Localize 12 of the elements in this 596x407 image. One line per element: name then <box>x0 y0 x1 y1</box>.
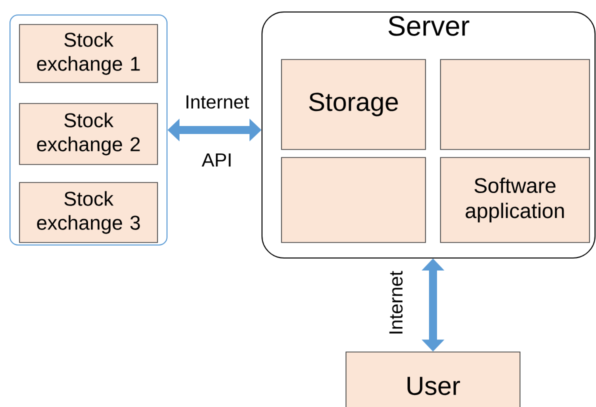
component-box: Stock exchange 1 <box>19 24 158 83</box>
component-box: User <box>346 352 520 407</box>
component-box <box>440 59 590 150</box>
component-box: Stock exchange 2 <box>19 103 158 165</box>
group-box <box>10 14 168 246</box>
protocol-label: API <box>202 153 231 167</box>
edge-label: Internet <box>388 270 404 336</box>
edge-label: Internet <box>184 94 250 110</box>
component-box <box>281 157 426 243</box>
component-box: Stock exchange 3 <box>19 182 158 243</box>
component-box: Storage <box>281 59 426 150</box>
component-box: Software application <box>440 157 590 243</box>
